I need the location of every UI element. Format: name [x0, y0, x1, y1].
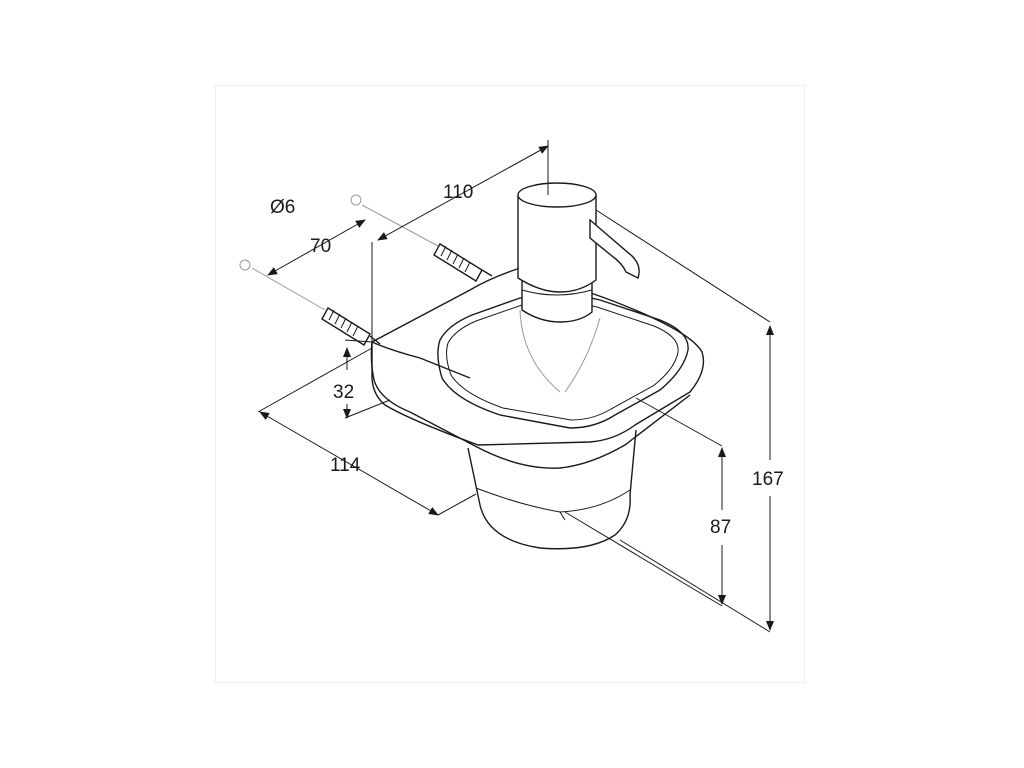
dimension-width-label: 114	[330, 455, 361, 476]
dimension-total-height-label: 167	[752, 469, 784, 490]
drill-hole-left	[239, 259, 251, 271]
pump-dispenser	[517, 182, 640, 323]
dimension-hole-diameter-label: Ø6	[270, 197, 296, 218]
dimension-plate-height-label: 32	[333, 382, 355, 403]
wall-anchors	[321, 243, 493, 346]
glass-container	[467, 429, 637, 550]
dimension-lines	[251, 140, 774, 633]
drill-hole-right	[350, 194, 362, 206]
lower-anchor	[321, 307, 381, 346]
dimension-glass-height-label: 87	[710, 517, 732, 538]
dimension-hole-spacing-label: 70	[310, 236, 332, 257]
upper-anchor	[433, 243, 493, 282]
drawing-frame	[215, 85, 805, 683]
dimension-depth-label: 110	[443, 182, 474, 203]
